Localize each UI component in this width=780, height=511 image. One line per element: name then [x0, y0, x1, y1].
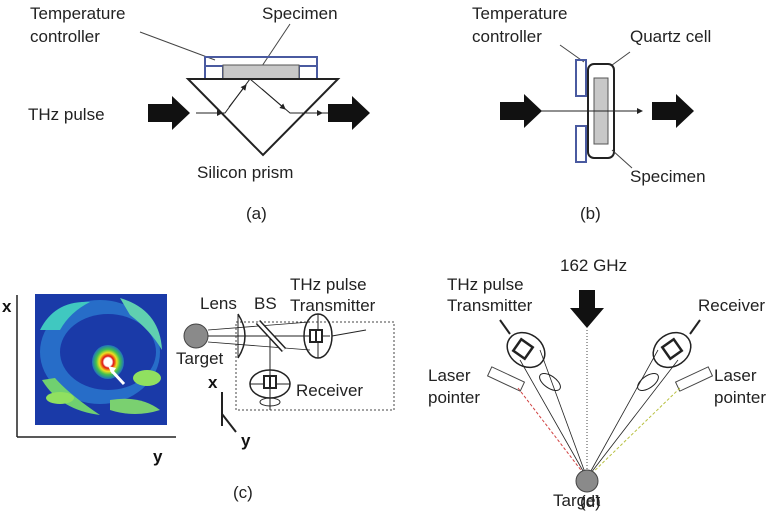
small-axis-x-label: x	[208, 373, 218, 392]
laser-right-line1: Laser	[714, 366, 757, 385]
target-d	[575, 469, 599, 493]
thz-image	[35, 294, 167, 425]
frequency-arrow	[570, 290, 604, 328]
controller-plate-top	[575, 59, 587, 97]
target-d-label: Target	[553, 491, 601, 510]
receiver-d	[586, 319, 701, 479]
target-c	[183, 323, 209, 349]
thz-output-arrow-b	[652, 94, 694, 128]
panel-b: Temperature controller Quartz cell Speci…	[472, 4, 711, 223]
small-axis-y-label: y	[241, 431, 251, 450]
panel-c: x y Target Lens BS THz pulse Transmitter	[2, 275, 395, 502]
panel-d: 162 GHz THz pulse Transmitter Receiver L…	[428, 256, 766, 511]
temperature-controller-label-line1: Temperature	[30, 4, 125, 23]
image-axis-x-label: x	[2, 297, 12, 316]
quartz-cell-label: Quartz cell	[630, 27, 711, 46]
controller-left-foot	[204, 65, 224, 80]
specimen-b-label: Specimen	[630, 167, 706, 186]
silicon-prism	[185, 78, 341, 157]
temperature-controller-b-line2: controller	[472, 27, 542, 46]
image-axis-y-label: y	[153, 447, 163, 466]
specimen-block	[222, 64, 300, 80]
thz-output-arrow	[328, 96, 370, 130]
thz-input-arrow	[148, 96, 190, 130]
specimen-leader-line	[261, 23, 291, 67]
transmitter-label-line1: THz pulse	[290, 275, 367, 294]
laser-pointer-left	[486, 366, 526, 392]
transmitter-d-line1: THz pulse	[447, 275, 524, 294]
caption-d: (d)	[580, 492, 601, 511]
receiver-d-label: Receiver	[698, 296, 765, 315]
target-indicator-arrow	[109, 368, 126, 386]
hot-spot	[92, 345, 124, 379]
laser-pointer-right	[674, 366, 714, 392]
receiver-c-label: Receiver	[296, 381, 363, 400]
caption-b: (b)	[580, 204, 601, 223]
controller-right-foot	[298, 65, 318, 80]
beam-up-arrow	[228, 84, 247, 108]
laser-left-line2: pointer	[428, 388, 480, 407]
thz-input-arrow-b	[500, 94, 542, 128]
bs-label: BS	[254, 294, 277, 313]
silicon-prism-label: Silicon prism	[197, 163, 293, 182]
transmitter-d	[499, 319, 588, 479]
target-c-label: Target	[176, 349, 224, 368]
controller-leader-line	[139, 31, 216, 61]
controller-plate-bottom	[575, 125, 587, 163]
laser-left-line1: Laser	[428, 366, 471, 385]
specimen-b-leader	[611, 149, 633, 169]
receiver-c	[249, 369, 291, 410]
frequency-label: 162 GHz	[560, 256, 627, 275]
lens-label: Lens	[200, 294, 237, 313]
beam-down-arrow	[261, 88, 286, 110]
laser-beam-right	[586, 387, 681, 479]
optics-box	[235, 321, 395, 411]
caption-a: (a)	[246, 204, 267, 223]
caption-c: (c)	[233, 483, 253, 502]
specimen-label: Specimen	[262, 4, 338, 23]
temperature-controller-b-line1: Temperature	[472, 4, 567, 23]
transmitter-label-line2: Transmitter	[290, 296, 376, 315]
small-axis-y-line	[221, 413, 237, 433]
thz-pulse-label: THz pulse	[28, 105, 105, 124]
temperature-controller-label-line2: controller	[30, 27, 100, 46]
panel-a: Temperature controller Specimen THz puls…	[28, 4, 370, 223]
transmitter-c	[303, 313, 367, 359]
laser-right-line2: pointer	[714, 388, 766, 407]
transmitter-d-line2: Transmitter	[447, 296, 533, 315]
laser-beam-left	[517, 387, 588, 479]
